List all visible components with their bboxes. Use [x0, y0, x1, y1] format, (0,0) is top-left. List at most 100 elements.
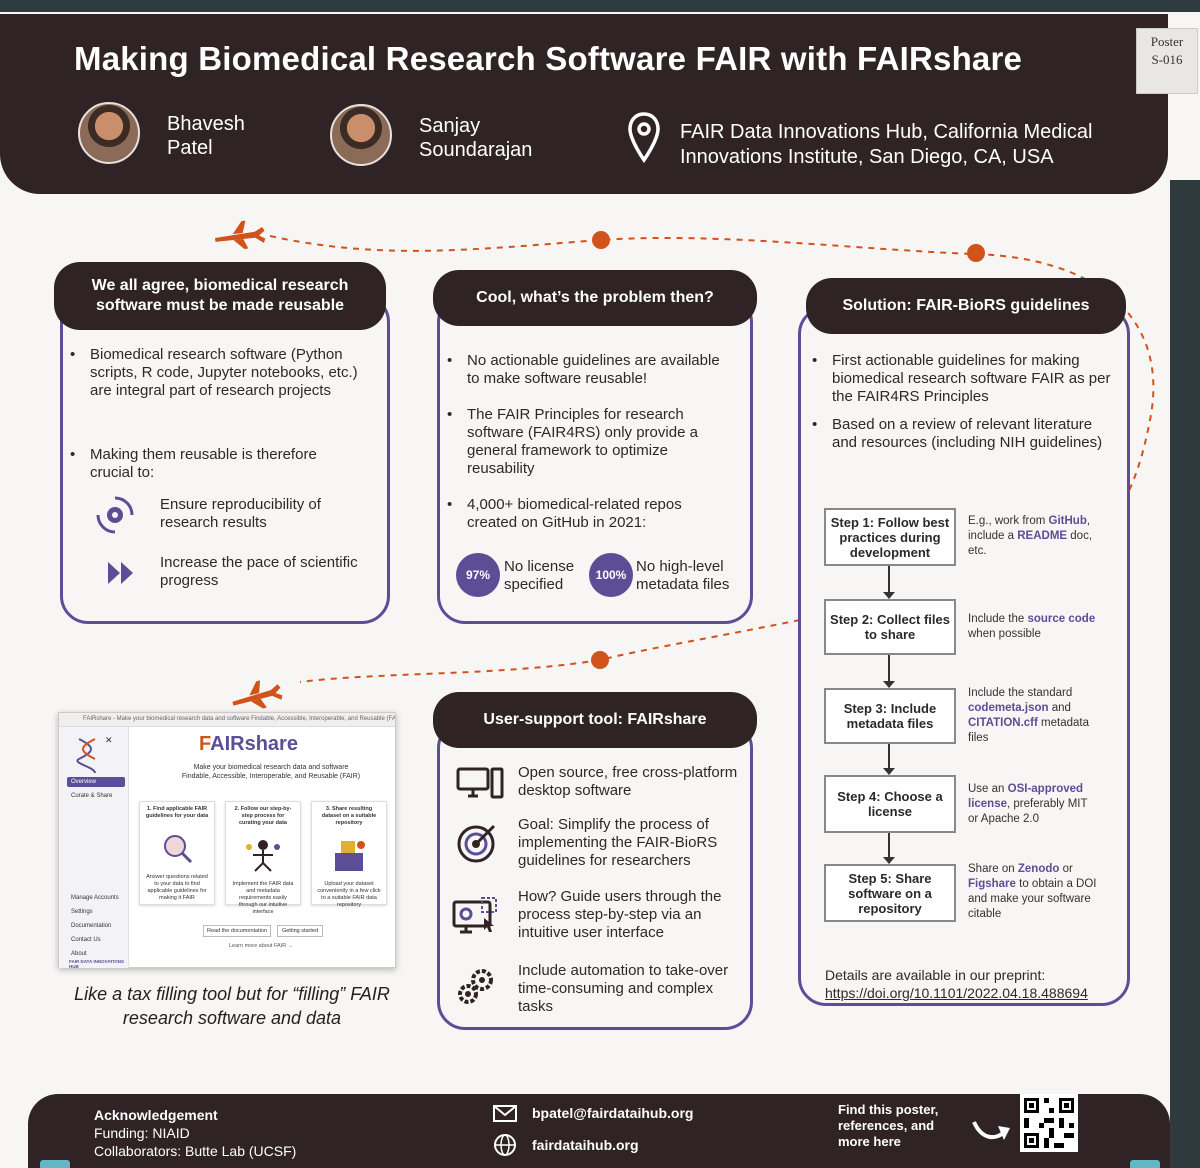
- location-pin-icon: [628, 112, 660, 164]
- app-step-card[interactable]: 3. Share resulting dataset on a suitable…: [311, 801, 387, 908]
- target-icon: [457, 824, 496, 863]
- section1-bullet: Biomedical research software (Python scr…: [70, 346, 360, 400]
- note-text: doc, etc.: [968, 530, 1093, 557]
- qr-code[interactable]: [1020, 1094, 1078, 1152]
- note-text: Include the: [968, 613, 1028, 625]
- author-2-last: Soundarajan: [419, 139, 533, 161]
- fairshare-feature-automation: Include automation to take-over time-con…: [518, 962, 729, 1015]
- close-icon[interactable]: ✕: [105, 735, 113, 745]
- app-subtitle-1: Make your biomedical research data and s…: [193, 764, 349, 771]
- app-step-card[interactable]: 2. Follow our step-by-step process for c…: [225, 801, 301, 915]
- note-text: when possible: [968, 628, 1041, 640]
- acknowledgement-title: Acknowledgement: [94, 1107, 218, 1123]
- tape-decoration: [40, 1160, 70, 1168]
- nav-manage-accounts[interactable]: Manage Accounts: [71, 895, 119, 901]
- fairshare-feature-open-source: Open source, free cross-platform desktop…: [518, 764, 738, 799]
- person-juggling-illustration-icon: [246, 840, 280, 872]
- board-top-edge: [0, 0, 1200, 12]
- website-link[interactable]: fairdataihub.org: [532, 1137, 639, 1153]
- step-2-note: Include the source code when possible: [968, 612, 1098, 642]
- nav-curate-share[interactable]: Curate & Share: [71, 793, 113, 799]
- read-documentation-button[interactable]: Read the documentation: [203, 925, 271, 937]
- author-1-first: Bhavesh: [167, 113, 245, 135]
- section1-item-progress: Increase the pace of scientific progress: [160, 554, 358, 589]
- affiliation: FAIR Data Innovations Hub, California Me…: [680, 120, 1092, 170]
- fairshare-logo: FAIRshare: [199, 733, 298, 756]
- avatar: [78, 102, 140, 164]
- curved-arrow-icon: [972, 1121, 1010, 1140]
- board-right-edge: [1170, 180, 1200, 1168]
- poster-title: Making Biomedical Research Software FAIR…: [74, 40, 1023, 77]
- app-window-title: FAIRshare - Make your biomedical researc…: [59, 713, 395, 727]
- author-1-name: Bhavesh Patel: [167, 112, 245, 160]
- note-highlight: GitHub: [1048, 515, 1087, 527]
- app-sidebar: ✕ Overview Curate & Share Manage Account…: [59, 727, 129, 969]
- learn-more-link[interactable]: Learn more about FAIR →: [229, 943, 294, 949]
- note-text: metadata files: [968, 717, 1089, 744]
- card-title: 2. Follow our step-by-step process for c…: [234, 806, 292, 826]
- poster-number-line2: S-016: [1151, 52, 1183, 67]
- step-2-box: Step 2: Collect files to share: [824, 599, 956, 655]
- contact-email[interactable]: bpatel@fairdataihub.org: [532, 1105, 694, 1121]
- note-text: E.g., work from: [968, 515, 1049, 527]
- section3-bullet: Based on a review of relevant literature…: [812, 416, 1112, 452]
- getting-started-button[interactable]: Getting started: [277, 925, 323, 937]
- path-dot: [591, 651, 609, 669]
- step-3-note: Include the standard codemeta.json and C…: [968, 686, 1098, 746]
- nav-settings[interactable]: Settings: [71, 909, 93, 915]
- section-fairshare-heading: User-support tool: FAIRshare: [433, 692, 757, 748]
- step-connector: [888, 566, 890, 592]
- note-highlight: CITATION.cff: [968, 717, 1038, 729]
- preprint-label: Details are available in our preprint:: [825, 967, 1046, 983]
- acknowledgement-collaborators: Collaborators: Butte Lab (UCSF): [94, 1143, 297, 1159]
- fairshare-app-screenshot: FAIRshare - Make your biomedical researc…: [58, 712, 396, 969]
- section2-bullet: 4,000+ biomedical-related repos created …: [447, 496, 729, 532]
- upload-box-illustration-icon: [335, 841, 365, 871]
- fast-forward-icon: [108, 562, 133, 584]
- sidebar-brand: FAIR DATA INNOVATIONS HUB: [69, 959, 124, 969]
- section3-bullet: First actionable guidelines for making b…: [812, 352, 1112, 406]
- app-subtitle-2: Findable, Accessible, Interoperable, and…: [181, 773, 361, 780]
- app-step-card[interactable]: 1. Find applicable FAIR guidelines for y…: [139, 801, 215, 905]
- screenshot-caption: Like a tax filling tool but for “filling…: [74, 984, 390, 1028]
- affiliation-line1: FAIR Data Innovations Hub, California Me…: [680, 121, 1093, 143]
- note-text: Share on: [968, 863, 1018, 875]
- step-connector-arrow: [883, 681, 895, 688]
- card-title: 3. Share resulting dataset on a suitable…: [321, 806, 377, 826]
- path-dot: [967, 244, 985, 262]
- logo-rest: AIRshare: [210, 733, 298, 755]
- qr-code-pattern: [1024, 1098, 1074, 1148]
- stat-no-license-badge: 97%: [456, 553, 500, 597]
- dna-logo-icon: [76, 738, 96, 774]
- note-text: , include a: [968, 515, 1091, 542]
- step-5-box: Step 5: Share software on a repository: [824, 864, 956, 922]
- poster-number-tag: Poster S-016: [1136, 28, 1198, 94]
- section2-bullet: The FAIR Principles for research softwar…: [447, 406, 729, 478]
- author-2-name: Sanjay Soundarajan: [419, 114, 532, 162]
- nav-contact-us[interactable]: Contact Us: [71, 937, 101, 943]
- reproducibility-gear-icon: [96, 496, 134, 534]
- step-4-box: Step 4: Choose a license: [824, 775, 956, 833]
- nav-documentation[interactable]: Documentation: [71, 923, 112, 929]
- step-3-box: Step 3: Include metadata files: [824, 688, 956, 744]
- preprint-link[interactable]: https://doi.org/10.1101/2022.04.18.48869…: [825, 985, 1088, 1001]
- note-highlight: OSI-approved license: [968, 783, 1084, 810]
- acknowledgement-funding: Funding: NIAID: [94, 1125, 190, 1141]
- section-why-reusable-heading: We all agree, biomedical research softwa…: [54, 262, 386, 330]
- step-4-note: Use an OSI-approved license, preferably …: [968, 782, 1098, 827]
- step-connector-arrow: [883, 768, 895, 775]
- note-highlight: Figshare: [968, 878, 1016, 890]
- step-1-box: Step 1: Follow best practices during dev…: [824, 508, 956, 566]
- fairshare-feature-goal: Goal: Simplify the process of implementi…: [518, 816, 718, 869]
- author-2-first: Sanjay: [419, 115, 481, 137]
- note-highlight: codemeta.json: [968, 702, 1049, 714]
- nav-about[interactable]: About: [71, 951, 87, 957]
- nav-overview[interactable]: Overview: [67, 777, 125, 787]
- card-desc: Implement the FAIR data and metadata req…: [232, 881, 294, 915]
- poster-header: [0, 14, 1168, 194]
- affiliation-line2: Innovations Institute, San Diego, CA, US…: [680, 146, 1054, 168]
- note-text: Include the standard: [968, 687, 1073, 699]
- gears-icon: [458, 969, 493, 1004]
